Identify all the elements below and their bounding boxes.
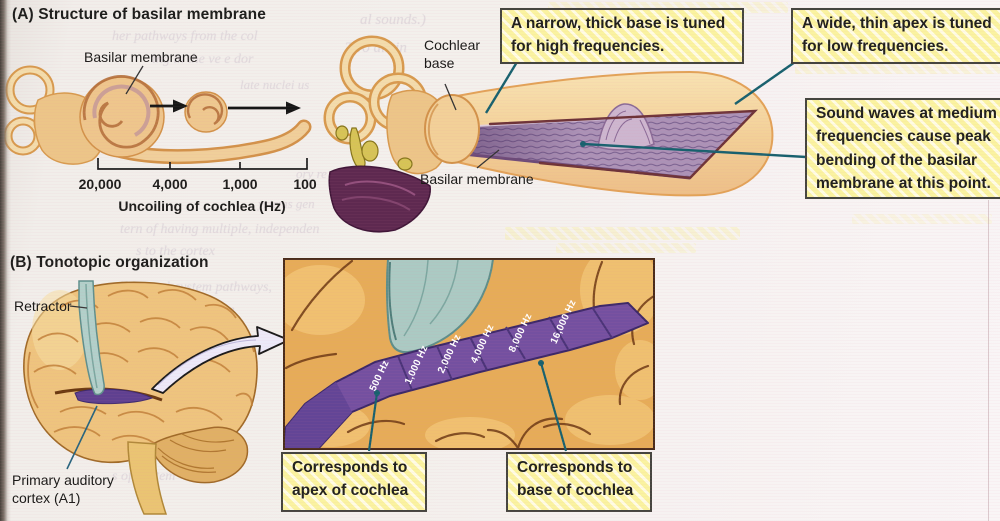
uncoiling-arrow-icon — [150, 99, 301, 115]
callout-base-of-cochlea: Corresponds to base of cochlea — [506, 452, 652, 512]
panel-a-title: (A) Structure of basilar membrane — [12, 6, 266, 23]
middle-ear-ossicles — [335, 125, 413, 171]
callout-wide-apex: A wide, thin apex is tuned for low frequ… — [791, 8, 1000, 64]
cochlear-base-disk — [424, 94, 480, 164]
callout-medium-frequencies: Sound waves at medium frequencies cause … — [805, 98, 1000, 199]
band-dividers — [397, 306, 613, 391]
panel-b-title: (B) Tonotopic organization — [10, 254, 209, 271]
scale-tick-label: 100 — [293, 176, 317, 192]
page-gutter-shadow — [0, 0, 11, 521]
retractor-tool — [78, 280, 105, 396]
sulci-lines — [284, 259, 654, 449]
tympanic-membrane-dish — [328, 165, 431, 233]
cochlear-base-label-line1: Cochlear — [424, 37, 481, 53]
scale-tick-label: 4,000 — [152, 176, 188, 192]
tonotopic-inset: 500 Hz 1,000 Hz 2,000 Hz 4,000 Hz 8,000 … — [283, 258, 655, 452]
a1-label-line1: Primary auditory — [12, 472, 114, 488]
frequency-scale-bracket — [97, 158, 308, 170]
callout-narrow-base: A narrow, thick base is tuned for high f… — [500, 8, 744, 64]
basilar-membrane-label-a: Basilar membrane — [84, 49, 198, 65]
cochlear-base-label: Cochlear base — [424, 36, 480, 73]
a1-label-line2: cortex (A1) — [12, 490, 81, 507]
retractor-label: Retractor — [14, 298, 72, 314]
unrolled-cochlea-illustration — [323, 35, 774, 233]
tonotopic-band: 500 Hz 1,000 Hz 2,000 Hz 4,000 Hz 8,000 … — [284, 298, 649, 449]
basilar-membrane-label-mid: Basilar membrane — [420, 171, 534, 187]
cochlea-uncoiling-illustration — [3, 65, 312, 170]
scale-tick-label: 20,000 — [78, 176, 122, 192]
cochlear-base-label-line2: base — [424, 55, 455, 72]
page-edge-line — [988, 200, 989, 521]
callout-leader-lines — [484, 61, 807, 159]
brainstem — [127, 441, 168, 515]
scale-tick-label: 1,000 — [222, 176, 258, 192]
retractor-blade — [385, 259, 495, 354]
scale-caption: Uncoiling of cochlea (Hz) — [118, 198, 286, 214]
inset-leader-lines — [367, 362, 568, 452]
inset-frame — [283, 258, 655, 450]
cerebellum — [149, 426, 249, 484]
primary-auditory-cortex-label: Primary auditory cortex (A1) — [12, 471, 114, 508]
callout-apex-of-cochlea: Corresponds to apex of cochlea — [281, 452, 427, 512]
